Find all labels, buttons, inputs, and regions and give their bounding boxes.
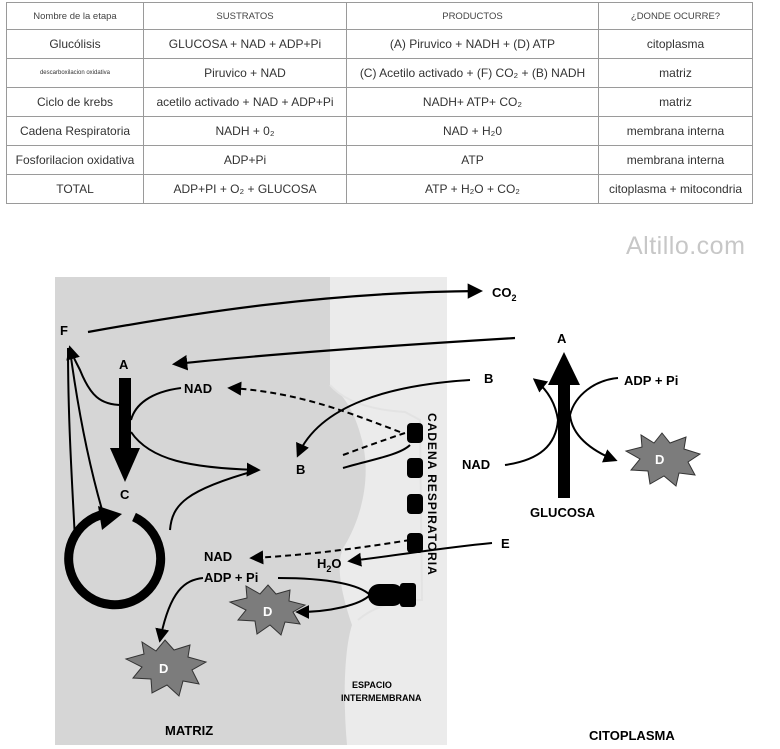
nad-return-dashed-top (227, 381, 401, 433)
cell-stage: Cadena Respiratoria (6, 116, 144, 146)
h2o-label: H2O (317, 556, 342, 574)
co2-label: CO2 (492, 285, 517, 303)
nad-to-a-curve (130, 387, 182, 421)
atp-synthase-head (368, 584, 404, 606)
cell-location: membrana interna (598, 145, 753, 175)
b-to-chain-arrow (342, 444, 411, 469)
co2-arrow (87, 283, 484, 334)
label-f: F (60, 323, 68, 338)
cell-stage: Glucólisis (6, 29, 144, 59)
cell-stage: descarboxilacion oxidativa (6, 58, 144, 88)
table-row: TOTAL ADP+PI + O₂ + GLUCOSA ATP + H₂O + … (6, 174, 753, 204)
cell-location: citoplasma + mitocondria (598, 174, 753, 204)
glucose-shaft (558, 385, 570, 498)
cycle-to-d-arrow (155, 577, 204, 643)
label-e: E (501, 536, 510, 551)
label-d-center: D (263, 604, 272, 619)
label-a-left: A (119, 357, 129, 372)
krebs-cycle-arrowhead (98, 506, 122, 530)
chain-complex (407, 423, 423, 443)
atp-synthase-base (400, 583, 416, 607)
b-right-to-b-arrow (296, 379, 471, 458)
espacio-label-2: INTERMEMBRANA (341, 693, 422, 703)
cadena-respiratoria-label: CADENA RESPIRATORIA (425, 413, 439, 576)
nad-bottom-label: NAD (204, 549, 232, 564)
d-starburst-left (124, 639, 208, 697)
adp-pi-right-label: ADP + Pi (624, 373, 678, 388)
adp-to-d-right-arrow (568, 377, 619, 463)
nad-right-label: NAD (462, 457, 490, 472)
nadh-to-b-arrow (130, 431, 261, 477)
cell-products: ATP + H₂O + CO₂ (346, 174, 599, 204)
label-b-mid: B (296, 462, 305, 477)
matriz-label: MATRIZ (165, 723, 213, 738)
cell-stage: Ciclo de krebs (6, 87, 144, 117)
label-d-left: D (159, 661, 168, 676)
table-row: Fosforilacion oxidativa ADP+Pi ATP membr… (6, 145, 753, 175)
label-a-right: A (557, 331, 567, 346)
pyruvate-import-arrow (171, 336, 516, 371)
d-starburst-center (228, 584, 307, 636)
chain-complex (407, 458, 423, 478)
f-arrow-from-cycle-2 (69, 349, 106, 521)
chain-complex (407, 494, 423, 514)
cell-products: ATP (346, 145, 599, 175)
adp-to-atp-synthase-arrow (277, 577, 372, 619)
cell-substrates: ADP+PI + O₂ + GLUCOSA (143, 174, 347, 204)
e-to-h2o-arrow (347, 542, 493, 567)
cell-location: citoplasma (598, 29, 753, 59)
chain-complex (407, 533, 423, 553)
f-arrow-from-cycle (67, 347, 76, 541)
nad-top-label: NAD (184, 381, 212, 396)
nad-to-b-right-arrow (504, 378, 560, 466)
glucose-arrowhead (548, 352, 580, 385)
table-row: Cadena Respiratoria NADH + 0₂ NAD + H₂0 … (6, 116, 753, 146)
glucosa-label: GLUCOSA (530, 505, 596, 520)
f-arrow-from-a (66, 345, 123, 406)
cell-stage: Fosforilacion oxidativa (6, 145, 144, 175)
cycle-to-nadh-arrow (169, 469, 259, 531)
label-d-right: D (655, 452, 664, 467)
table-row: Glucólisis GLUCOSA + NAD + ADP+Pi (A) Pi… (6, 29, 753, 59)
cell-substrates: ADP+Pi (143, 145, 347, 175)
a-to-c-shaft (119, 378, 131, 448)
intermembrane-region (330, 277, 447, 745)
espacio-label-1: ESPACIO (352, 680, 392, 690)
label-b-right: B (484, 371, 493, 386)
cell-products: (C) Acetilo activado + (F) CO₂ + (B) NAD… (346, 58, 599, 88)
citoplasma-label: CITOPLASMA (589, 728, 675, 743)
cell-products: NADH+ ATP+ CO₂ (346, 87, 599, 117)
stages-table: Nombre de la etapa SUSTRATOS PRODUCTOS ¿… (6, 2, 753, 204)
b-to-chain-dashed (342, 432, 406, 456)
cell-products: (A) Piruvico + NADH + (D) ATP (346, 29, 599, 59)
cell-substrates: GLUCOSA + NAD + ADP+Pi (143, 29, 347, 59)
watermark: Altillo.com (626, 232, 746, 260)
krebs-cycle-ring (64, 509, 166, 610)
label-c: C (120, 487, 130, 502)
a-to-c-head (110, 448, 140, 482)
d-starburst-right (624, 432, 702, 487)
adp-pi-left-label: ADP + Pi (204, 570, 258, 585)
